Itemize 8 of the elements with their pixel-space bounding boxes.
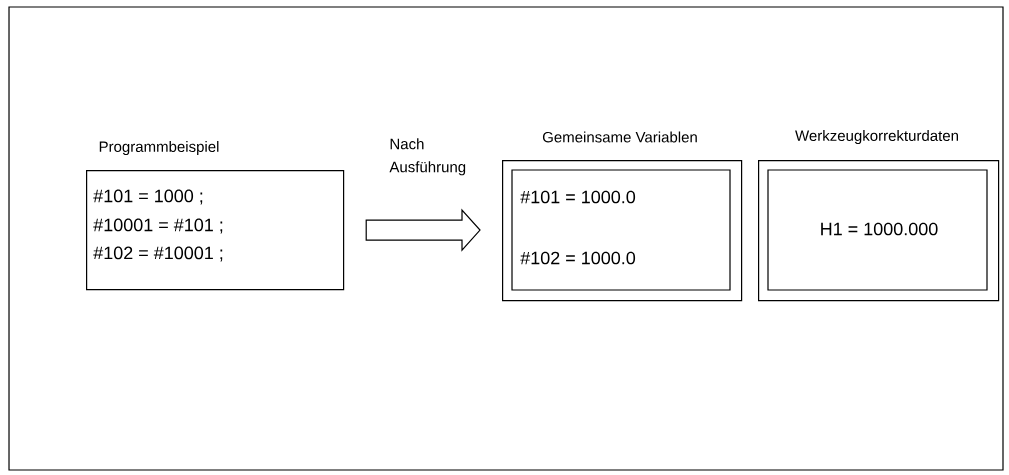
- block-arrow: [365, 208, 481, 252]
- variable-box: Werkzeugkorrekturdaten H1 = 1000.000: [758, 130, 1000, 302]
- variable-box: Gemeinsame Variablen #101 = 1000.0 #102 = 1000.0: [502, 131, 743, 302]
- node-label: Programmbeispiel: [99, 141, 219, 155]
- node-label: Werkzeugkorrekturdaten: [795, 130, 958, 144]
- program-box: Programmbeispiel #101 = 1000 ; #10001 = #101 ; #102 = #10001 ;: [86, 141, 345, 291]
- node-label: Gemeinsame Variablen: [542, 131, 697, 143]
- edge-label: Nach Ausführung: [389, 138, 466, 176]
